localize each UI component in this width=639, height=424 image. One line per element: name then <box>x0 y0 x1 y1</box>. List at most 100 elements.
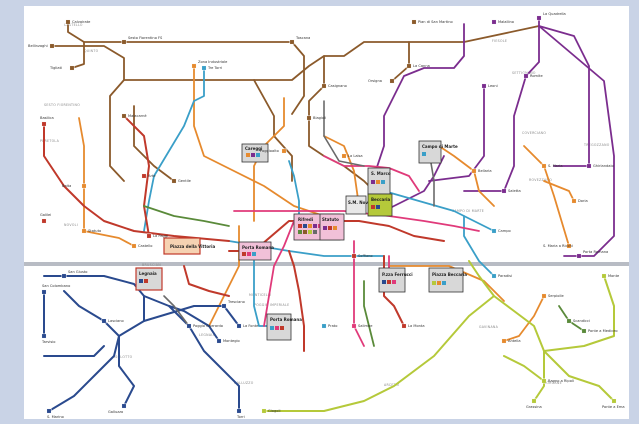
station-marker[interactable] <box>491 228 497 234</box>
station-doria[interactable]: Doria <box>571 198 588 204</box>
station-lalaisa[interactable]: La Laisa <box>341 153 363 159</box>
station-sancolombano[interactable]: San Colombano <box>41 284 70 295</box>
station-marker[interactable] <box>236 408 242 414</box>
station-lafonte[interactable]: La Fonte <box>236 323 259 329</box>
station-marker[interactable] <box>131 243 137 249</box>
station-marker[interactable] <box>121 113 127 119</box>
station-marker[interactable] <box>41 333 47 339</box>
station-saletta[interactable]: Saletta <box>501 188 521 194</box>
station-pontemedici[interactable]: Ponte a Mediceo <box>581 328 618 334</box>
station-marker[interactable] <box>261 408 267 414</box>
hub-sanmarco[interactable]: S. Marco <box>367 167 391 195</box>
station-giogoli[interactable]: Giogoli <box>261 408 281 414</box>
station-tresciano[interactable]: Tresciano <box>221 300 245 309</box>
station-gentile[interactable]: Gentile <box>171 178 192 184</box>
station-marker[interactable] <box>501 338 507 344</box>
hub-statuto[interactable]: Statuto <box>319 213 345 241</box>
station-smariaricchi[interactable]: S. Maria a Ricchi <box>543 243 573 249</box>
station-marker[interactable] <box>171 178 177 184</box>
hub-careggi[interactable]: Careggi <box>241 143 269 163</box>
station-marker[interactable] <box>566 243 572 249</box>
station-sesto[interactable]: Sesto Fiorentino FS <box>121 36 163 45</box>
station-paradisi[interactable]: Paradisi <box>491 273 512 279</box>
station-prato[interactable]: Prato <box>321 323 338 329</box>
station-campo[interactable]: Campo <box>491 228 511 234</box>
station-marker[interactable] <box>65 19 71 25</box>
station-marker[interactable] <box>101 318 107 324</box>
station-marker[interactable] <box>281 148 287 154</box>
hub-legnaia[interactable]: Legnaia <box>135 267 163 291</box>
hub-cascine[interactable]: Piazza della Vittoria <box>163 237 215 255</box>
station-soffiano[interactable]: Soffiano <box>351 253 373 259</box>
station-sanmaria[interactable]: S. Maria <box>541 163 563 169</box>
station-marker[interactable] <box>571 198 577 204</box>
station-bellaria[interactable]: Bellaria <box>471 168 492 174</box>
station-marker[interactable] <box>41 121 47 127</box>
station-marker[interactable] <box>289 39 295 45</box>
station-tre-torri[interactable]: Tre Torri <box>201 65 222 71</box>
station-ponteaema[interactable]: Ponte a Ema <box>602 398 625 409</box>
station-marker[interactable] <box>61 273 67 279</box>
station-marker[interactable] <box>121 39 127 45</box>
station-orsigna[interactable]: Orsigna <box>368 78 395 84</box>
station-poggioalto[interactable]: Poggioalto <box>260 148 287 154</box>
station-marker[interactable] <box>389 78 395 84</box>
station-marker[interactable] <box>531 398 537 404</box>
station-statuto[interactable]: Statuto <box>81 228 101 234</box>
station-montegio[interactable]: Montegio <box>216 338 240 344</box>
station-marker[interactable] <box>141 173 147 179</box>
hub-porta[interactable]: Porta Romana <box>266 313 302 341</box>
station-marker[interactable] <box>49 43 55 49</box>
station-marker[interactable] <box>471 168 477 174</box>
station-marker[interactable] <box>306 115 312 121</box>
station-biagioli[interactable]: Biagioli <box>306 115 326 121</box>
hub-ponte[interactable]: Piazza Beccaria <box>428 267 467 293</box>
station-antella[interactable]: Antella <box>501 338 521 344</box>
station-malacarnè[interactable]: Malacarnè <box>121 113 148 119</box>
station-marker[interactable] <box>481 83 487 89</box>
station-marker[interactable] <box>491 19 497 25</box>
station-grassina[interactable]: Grassina <box>526 398 542 409</box>
station-marker[interactable] <box>81 183 87 189</box>
station-marker[interactable] <box>216 338 222 344</box>
station-scandicci[interactable]: Scandicci <box>566 318 590 324</box>
station-calvairate[interactable]: Calvairate <box>65 19 91 25</box>
station-marker[interactable] <box>601 273 607 279</box>
station-lamonta[interactable]: La Monta <box>401 323 425 329</box>
station-marker[interactable] <box>576 253 582 259</box>
station-marker[interactable] <box>121 403 127 409</box>
station-lapaggi[interactable]: La Paggi <box>146 233 168 239</box>
station-marker[interactable] <box>221 303 227 309</box>
station-malallino[interactable]: Malallino <box>491 19 514 25</box>
station-castello[interactable]: Castello <box>131 243 153 249</box>
station-marker[interactable] <box>321 323 327 329</box>
station-marker[interactable] <box>201 65 207 71</box>
station-ghirlandaio[interactable]: Ghirlandaio <box>586 163 614 169</box>
station-poggiogherardo[interactable]: Poggio Gherardo <box>186 323 223 329</box>
station-lasciano[interactable]: Lasciano <box>101 318 124 324</box>
station-marker[interactable] <box>146 233 152 239</box>
station-zonaindustriale[interactable]: Zona Industriale <box>191 60 228 69</box>
station-marker[interactable] <box>501 188 507 194</box>
station-salimbe[interactable]: Salimbe <box>351 323 373 329</box>
station-lacanna[interactable]: La Canna <box>406 63 430 69</box>
station-marker[interactable] <box>411 19 417 25</box>
station-marker[interactable] <box>191 63 197 69</box>
station-marker[interactable] <box>81 228 87 234</box>
station-piazzasanmartino[interactable]: Pian di San Martino <box>411 19 453 25</box>
station-galluzzo[interactable]: Galluzzo <box>108 403 127 414</box>
station-sangiusto[interactable]: San Giusto <box>61 270 88 279</box>
station-marker[interactable] <box>351 253 357 259</box>
station-toscana[interactable]: Toscana <box>289 36 311 45</box>
station-marker[interactable] <box>566 318 572 324</box>
station-marker[interactable] <box>406 63 412 69</box>
station-leoni[interactable]: Leoni <box>481 83 498 89</box>
station-marker[interactable] <box>321 83 327 89</box>
hub-smn[interactable]: S.M. Novella <box>345 195 376 215</box>
station-sammarino[interactable]: S. Marino <box>46 408 64 419</box>
station-marker[interactable] <box>351 323 357 329</box>
transit-map-canvas[interactable]: CASTELLO QUINTO SESTO FIORENTINO PERETOL… <box>24 6 629 419</box>
station-galilei[interactable]: Galilei <box>40 213 51 224</box>
station-tigliati[interactable]: Tigliati <box>49 65 75 71</box>
station-marker[interactable] <box>541 378 547 384</box>
